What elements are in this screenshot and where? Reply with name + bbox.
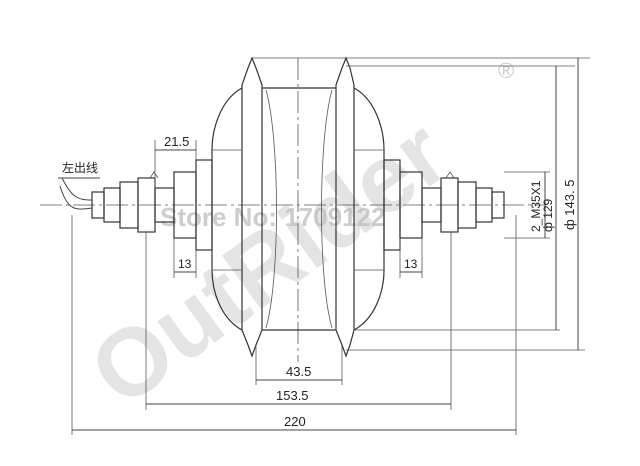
dim-21-5: 21.5	[164, 134, 189, 149]
dim-thread-m35x1: 2_M35X1	[529, 180, 543, 232]
watermark-registered-mark: ®	[498, 58, 514, 83]
dim-13-left: 13	[178, 257, 192, 271]
wire-exit-label: 左出线	[62, 160, 98, 175]
watermark-store-number: Store No: 1709122	[160, 202, 385, 232]
dim-diameter-129: ф 129	[541, 198, 555, 232]
dim-13-right: 13	[404, 257, 418, 271]
dimension-labels: 左出线 21.5 13 13 43.5 153.5 220 2_M35X1 ф …	[62, 134, 577, 429]
left-axle-assembly	[59, 159, 213, 251]
extension-lines	[71, 57, 590, 435]
right-axle-assembly	[383, 159, 505, 251]
dim-153-5: 153.5	[276, 388, 309, 403]
dim-43-5: 43.5	[286, 364, 311, 379]
dimension-lines	[58, 58, 579, 431]
dim-220: 220	[284, 414, 306, 429]
dim-diameter-143-5: ф 143. 5	[562, 180, 577, 230]
